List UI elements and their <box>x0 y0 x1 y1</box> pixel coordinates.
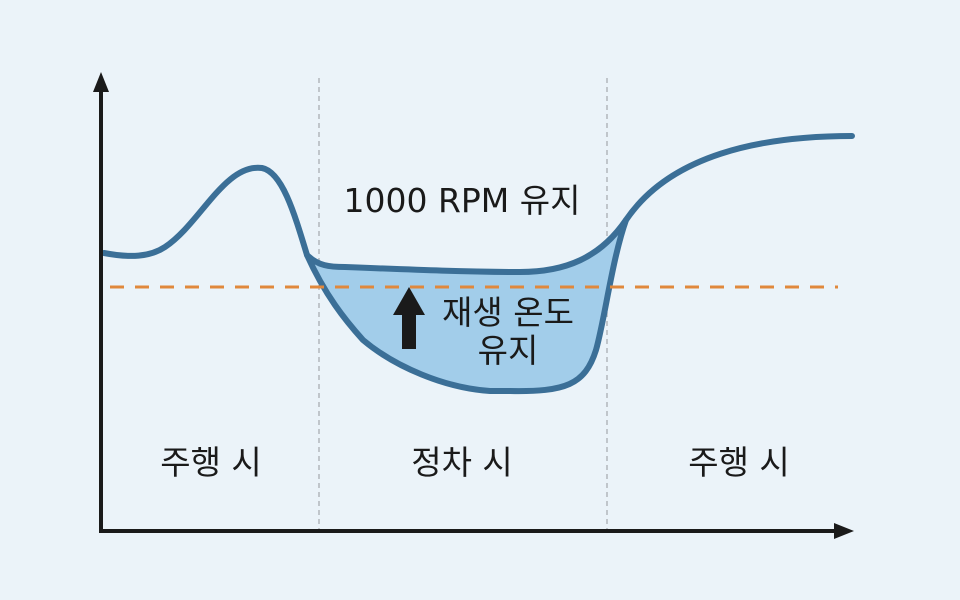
regen-temp-label-line1: 재생 온도 <box>442 293 574 332</box>
regen-temp-label-line2: 유지 <box>478 331 539 370</box>
y-axis-arrow-icon <box>93 72 109 92</box>
regen-temperature-region <box>307 220 626 392</box>
section-label-driving-left: 주행 시 <box>160 443 262 482</box>
section-label-driving-right: 주행 시 <box>688 443 790 482</box>
temperature-curve <box>304 217 629 395</box>
section-label-idle: 정차 시 <box>411 443 513 482</box>
up-arrow-icon <box>393 287 425 349</box>
x-axis-arrow-icon <box>834 523 854 539</box>
rpm-curve <box>101 133 855 275</box>
rpm-hold-label: 1000 RPM 유지 <box>344 181 581 220</box>
